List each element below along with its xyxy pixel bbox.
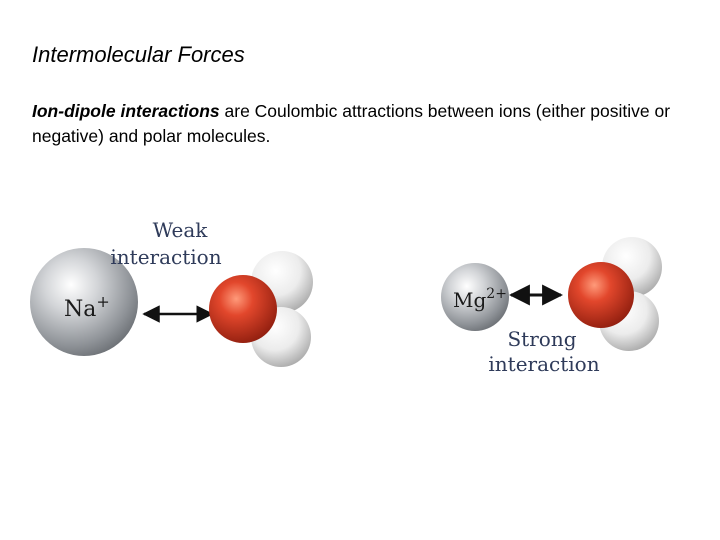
ion-dipole-diagram: Na+ Weak interaction Mg2+ Strong interac… <box>30 218 662 376</box>
right-panel: Mg2+ Strong interaction <box>441 237 662 376</box>
mg-ion-charge: 2+ <box>486 286 507 302</box>
strong-label-line2: interaction <box>488 352 599 376</box>
key-term: Ion-dipole interactions <box>32 101 220 121</box>
description-text: are Coulombic attractions between ions (… <box>32 101 671 146</box>
weak-label-line2: interaction <box>110 245 221 269</box>
weak-label-line1: Weak <box>153 218 209 242</box>
left-panel: Na+ Weak interaction <box>30 218 313 367</box>
na-ion-charge: + <box>96 292 109 311</box>
water-molecule-right <box>568 237 662 351</box>
slide-title: Intermolecular Forces <box>32 42 245 67</box>
na-ion-symbol: Na <box>64 297 96 322</box>
oxygen-atom <box>209 275 277 343</box>
oxygen-atom <box>568 262 634 328</box>
mg-ion-symbol: Mg <box>453 288 486 312</box>
slide-description: Ion-dipole interactions are Coulombic at… <box>32 99 692 149</box>
na-ion-label: Na+ <box>64 292 110 322</box>
na-ion-sphere <box>30 248 138 356</box>
mg-ion-sphere <box>441 263 509 331</box>
water-molecule-left <box>209 251 313 367</box>
strong-label-line1: Strong <box>507 327 576 351</box>
mg-ion-label: Mg2+ <box>453 286 507 312</box>
ion-dipole-figure: Na+ Weak interaction Mg2+ Strong interac… <box>20 210 700 390</box>
